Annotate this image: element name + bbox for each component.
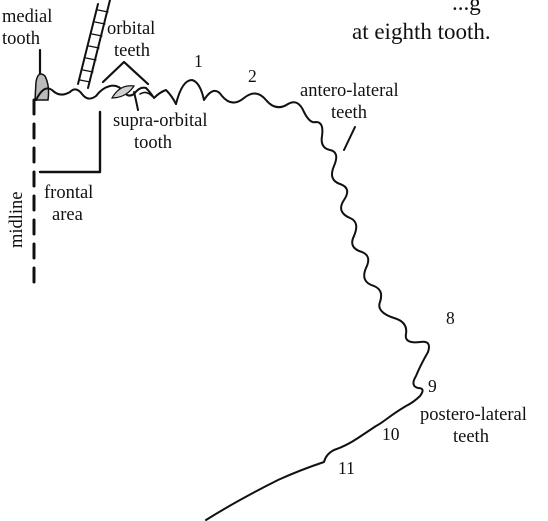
leader-antero-lateral: [344, 127, 355, 150]
label-orbital-teeth: teeth: [114, 41, 150, 61]
front-margin: [36, 86, 176, 104]
frontal-bracket: [40, 112, 100, 172]
label-medial: medial: [2, 7, 52, 27]
leader-orbital: [103, 62, 148, 84]
label-antero-lateral: antero-lateral: [300, 81, 399, 101]
label-frontal-area: area: [52, 205, 83, 225]
label-frontal: frontal: [44, 183, 93, 203]
label-antero-lateral-teeth: teeth: [331, 103, 367, 123]
label-supra-orbital: supra-orbital: [113, 111, 208, 131]
tooth-number-8: 8: [446, 308, 455, 328]
label-postero-lateral: postero-lateral: [420, 405, 527, 425]
tooth-number-11: 11: [338, 458, 355, 478]
caption-fragment: ...g: [452, 0, 481, 15]
label-supra-orbital-tooth: tooth: [134, 133, 172, 153]
tooth-number-9: 9: [428, 376, 437, 396]
caption-line: at eighth tooth.: [352, 19, 491, 44]
label-midline: midline: [7, 191, 27, 248]
anterolateral-margin: [176, 80, 429, 520]
label-orbital: orbital: [107, 19, 155, 39]
label-postero-lateral-teeth: teeth: [453, 427, 489, 447]
tooth-number-2: 2: [248, 66, 257, 86]
tooth-number-1: 1: [194, 51, 203, 71]
label-medial-tooth: tooth: [2, 29, 40, 49]
antenna: [78, 0, 110, 88]
tooth-number-10: 10: [382, 424, 400, 444]
